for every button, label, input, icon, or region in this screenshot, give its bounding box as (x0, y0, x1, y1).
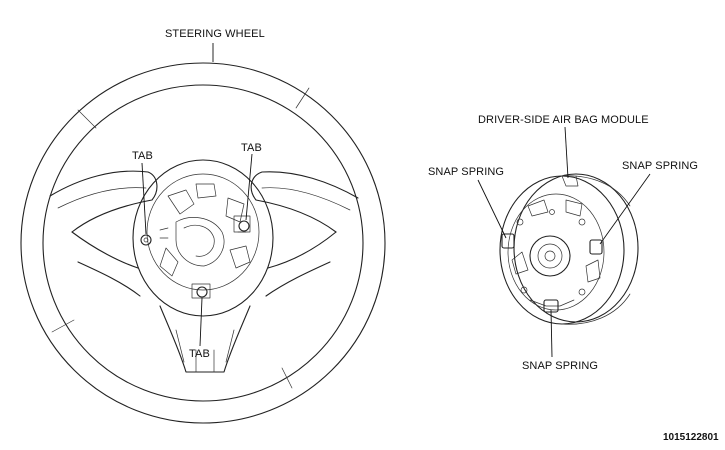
steering-wheel-drawing (20, 62, 386, 424)
label-tab-bottom: TAB (189, 348, 210, 360)
label-snap-spring-left: SNAP SPRING (428, 166, 505, 178)
airbag-module-drawing (499, 173, 639, 325)
label-snap-spring-right: SNAP SPRING (622, 160, 699, 172)
figure-code: 1015122801 (663, 432, 719, 443)
label-steering-wheel: STEERING WHEEL (165, 28, 265, 40)
label-tab-left: TAB (132, 150, 153, 162)
leader-lines (141, 43, 651, 358)
label-tab-right: TAB (241, 142, 262, 154)
label-airbag-module: DRIVER-SIDE AIR BAG MODULE (478, 114, 649, 126)
label-snap-spring-bottom: SNAP SPRING (522, 360, 599, 372)
